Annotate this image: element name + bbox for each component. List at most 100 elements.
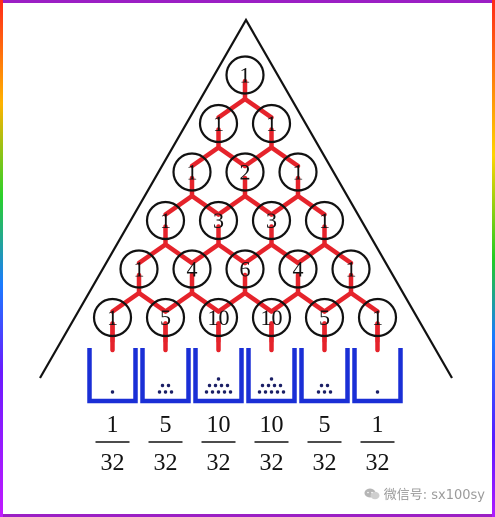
node-circle: [278, 152, 318, 192]
bin-outline: [87, 348, 138, 404]
ball-dot: [166, 383, 171, 388]
node-circle: [251, 103, 292, 144]
bin: [87, 348, 138, 404]
path-branch: [295, 290, 327, 314]
path-branch: [348, 290, 380, 314]
path-branch: [242, 242, 274, 266]
path-branch: [216, 242, 248, 266]
node-circle: [198, 103, 239, 144]
bin-outline: [193, 348, 244, 404]
bin: [299, 348, 350, 404]
node-value: 4: [293, 257, 304, 282]
path-branch: [216, 96, 248, 120]
ball-dot: [228, 390, 233, 394]
fraction-denominator: 32: [154, 450, 178, 476]
node-circle: [119, 249, 159, 289]
node-value: 1: [187, 160, 198, 185]
node-value: 1: [346, 257, 357, 282]
path-branch: [242, 290, 274, 314]
node-circle: [198, 297, 239, 338]
bin-outline: [299, 348, 350, 404]
fraction-denominator: 32: [366, 450, 390, 476]
bin: [140, 348, 191, 404]
fraction-numerator: 1: [107, 412, 119, 438]
node-value: 1: [319, 208, 330, 233]
ball-dot: [316, 390, 321, 394]
watermark-text: 微信号: sx100sy: [383, 488, 485, 503]
ball-dot: [157, 390, 162, 394]
ball-dot: [213, 383, 218, 388]
ball-dot: [260, 383, 265, 388]
ball-dot: [204, 390, 209, 394]
fraction-denominator: 32: [207, 450, 231, 476]
node-value: 1: [266, 111, 277, 136]
path-branch: [163, 242, 195, 266]
node-circle: [92, 297, 133, 338]
triangle-outline: [39, 17, 453, 379]
bin: [246, 348, 297, 404]
path-branch: [269, 193, 301, 217]
node-circle: [225, 152, 265, 192]
fraction-numerator: 5: [319, 412, 331, 438]
path-branch: [189, 242, 221, 266]
node-circle: [145, 200, 186, 241]
fraction-numerator: 10: [260, 412, 284, 438]
node-value: 10: [261, 305, 283, 330]
path-branch: [295, 242, 327, 266]
path-branch: [216, 145, 248, 169]
node-value: 5: [319, 305, 330, 330]
fraction: 532: [307, 412, 342, 476]
ball-dot: [278, 383, 283, 388]
ball-dot: [110, 390, 115, 394]
ball-dot: [275, 390, 280, 394]
ball-dot: [281, 390, 286, 394]
node-circle: [251, 297, 292, 338]
wechat-icon: [364, 488, 380, 500]
fraction-denominator: 32: [313, 450, 337, 476]
node-value: 1: [134, 257, 145, 282]
node-circle: [145, 297, 186, 338]
path-branch: [136, 290, 168, 314]
ball-dot: [160, 383, 165, 388]
ball-dot: [266, 383, 271, 388]
ball-dot: [322, 390, 327, 394]
node-value: 1: [293, 160, 304, 185]
node-value: 4: [187, 257, 198, 282]
path-branch: [189, 290, 221, 314]
fraction: 132: [360, 412, 395, 476]
ball-dot: [269, 377, 274, 381]
node-value: 1: [372, 305, 383, 330]
fraction-numerator: 1: [372, 412, 384, 438]
bin-outline: [140, 348, 191, 404]
path-branch: [163, 193, 195, 217]
node-value: 1: [107, 305, 118, 330]
node-circle: [172, 249, 212, 289]
border-right: [492, 0, 495, 517]
path-network: [110, 78, 380, 353]
fraction-numerator: 10: [207, 412, 231, 438]
node-circle: [304, 200, 345, 241]
fraction-numerator: 5: [160, 412, 172, 438]
path-branch: [216, 193, 248, 217]
path-branch: [189, 193, 221, 217]
ball-dot: [216, 390, 221, 394]
node-value: 1: [240, 63, 251, 88]
path-branch: [269, 242, 301, 266]
path-branch: [136, 242, 168, 266]
node-circle: [225, 249, 265, 289]
node-circle: [304, 297, 345, 338]
path-branch: [322, 290, 354, 314]
node-circle: [331, 249, 371, 289]
ball-dot: [257, 390, 262, 394]
ball-dot: [269, 390, 274, 394]
ball-dot: [169, 390, 174, 394]
path-branch: [216, 290, 248, 314]
path-branch: [163, 290, 195, 314]
fraction-denominator: 32: [260, 450, 284, 476]
path-branch: [295, 193, 327, 217]
